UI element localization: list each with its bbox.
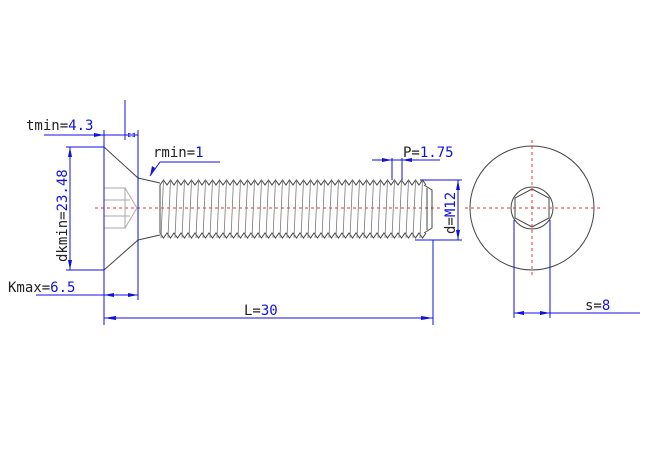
dimension-lines bbox=[36, 100, 640, 325]
side-view bbox=[95, 146, 440, 271]
rmin-label: rmin=1 bbox=[153, 145, 204, 161]
socket-circle bbox=[510, 186, 554, 230]
socket-size-label: s=8 bbox=[585, 298, 610, 314]
pitch-label: P=1.75 bbox=[403, 145, 454, 161]
thread-line bbox=[159, 184, 433, 234]
thread-line bbox=[159, 179, 427, 186]
thread-line bbox=[160, 179, 423, 239]
hex-socket-hidden bbox=[104, 187, 138, 229]
thread-line bbox=[159, 232, 427, 239]
diameter-label: d=M12 bbox=[443, 192, 459, 234]
end-view bbox=[465, 140, 600, 276]
thread bbox=[159, 179, 433, 239]
dkmin-label: dkmin=23.48 bbox=[55, 169, 71, 262]
length-label: L=30 bbox=[244, 303, 278, 319]
kmax-label: Kmax=6.5 bbox=[8, 280, 75, 296]
tmin-label: tmin=4.3 bbox=[26, 118, 93, 134]
